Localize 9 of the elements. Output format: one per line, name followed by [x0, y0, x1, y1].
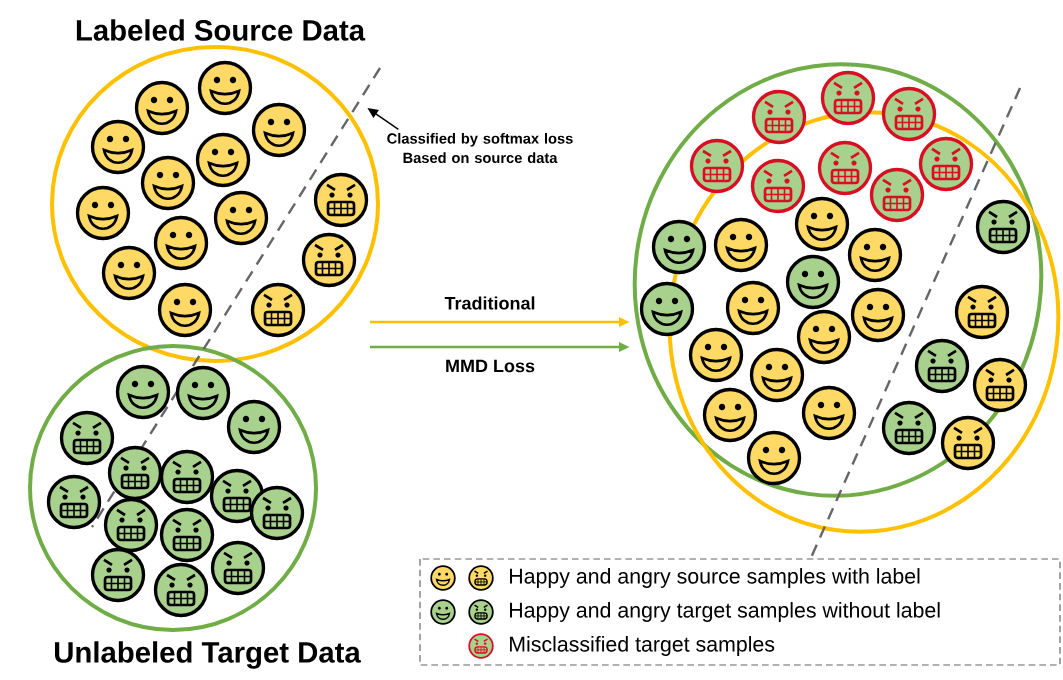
annotation-text: Classified by softmax loss Based on source data	[387, 132, 573, 164]
legend-text: Happy and angry target samples without label	[510, 602, 940, 622]
edge-label: MMD Loss	[443, 358, 537, 374]
node-label: Labeled Source Data	[76, 19, 366, 41]
node-label: Unlabeled Target Data	[55, 641, 361, 669]
data-ellipse	[632, 62, 1044, 498]
legend-text: Happy and angry source samples with label	[510, 568, 920, 588]
edge-label: Traditional	[443, 295, 537, 311]
legend-text: Misclassified target samples	[510, 636, 775, 656]
